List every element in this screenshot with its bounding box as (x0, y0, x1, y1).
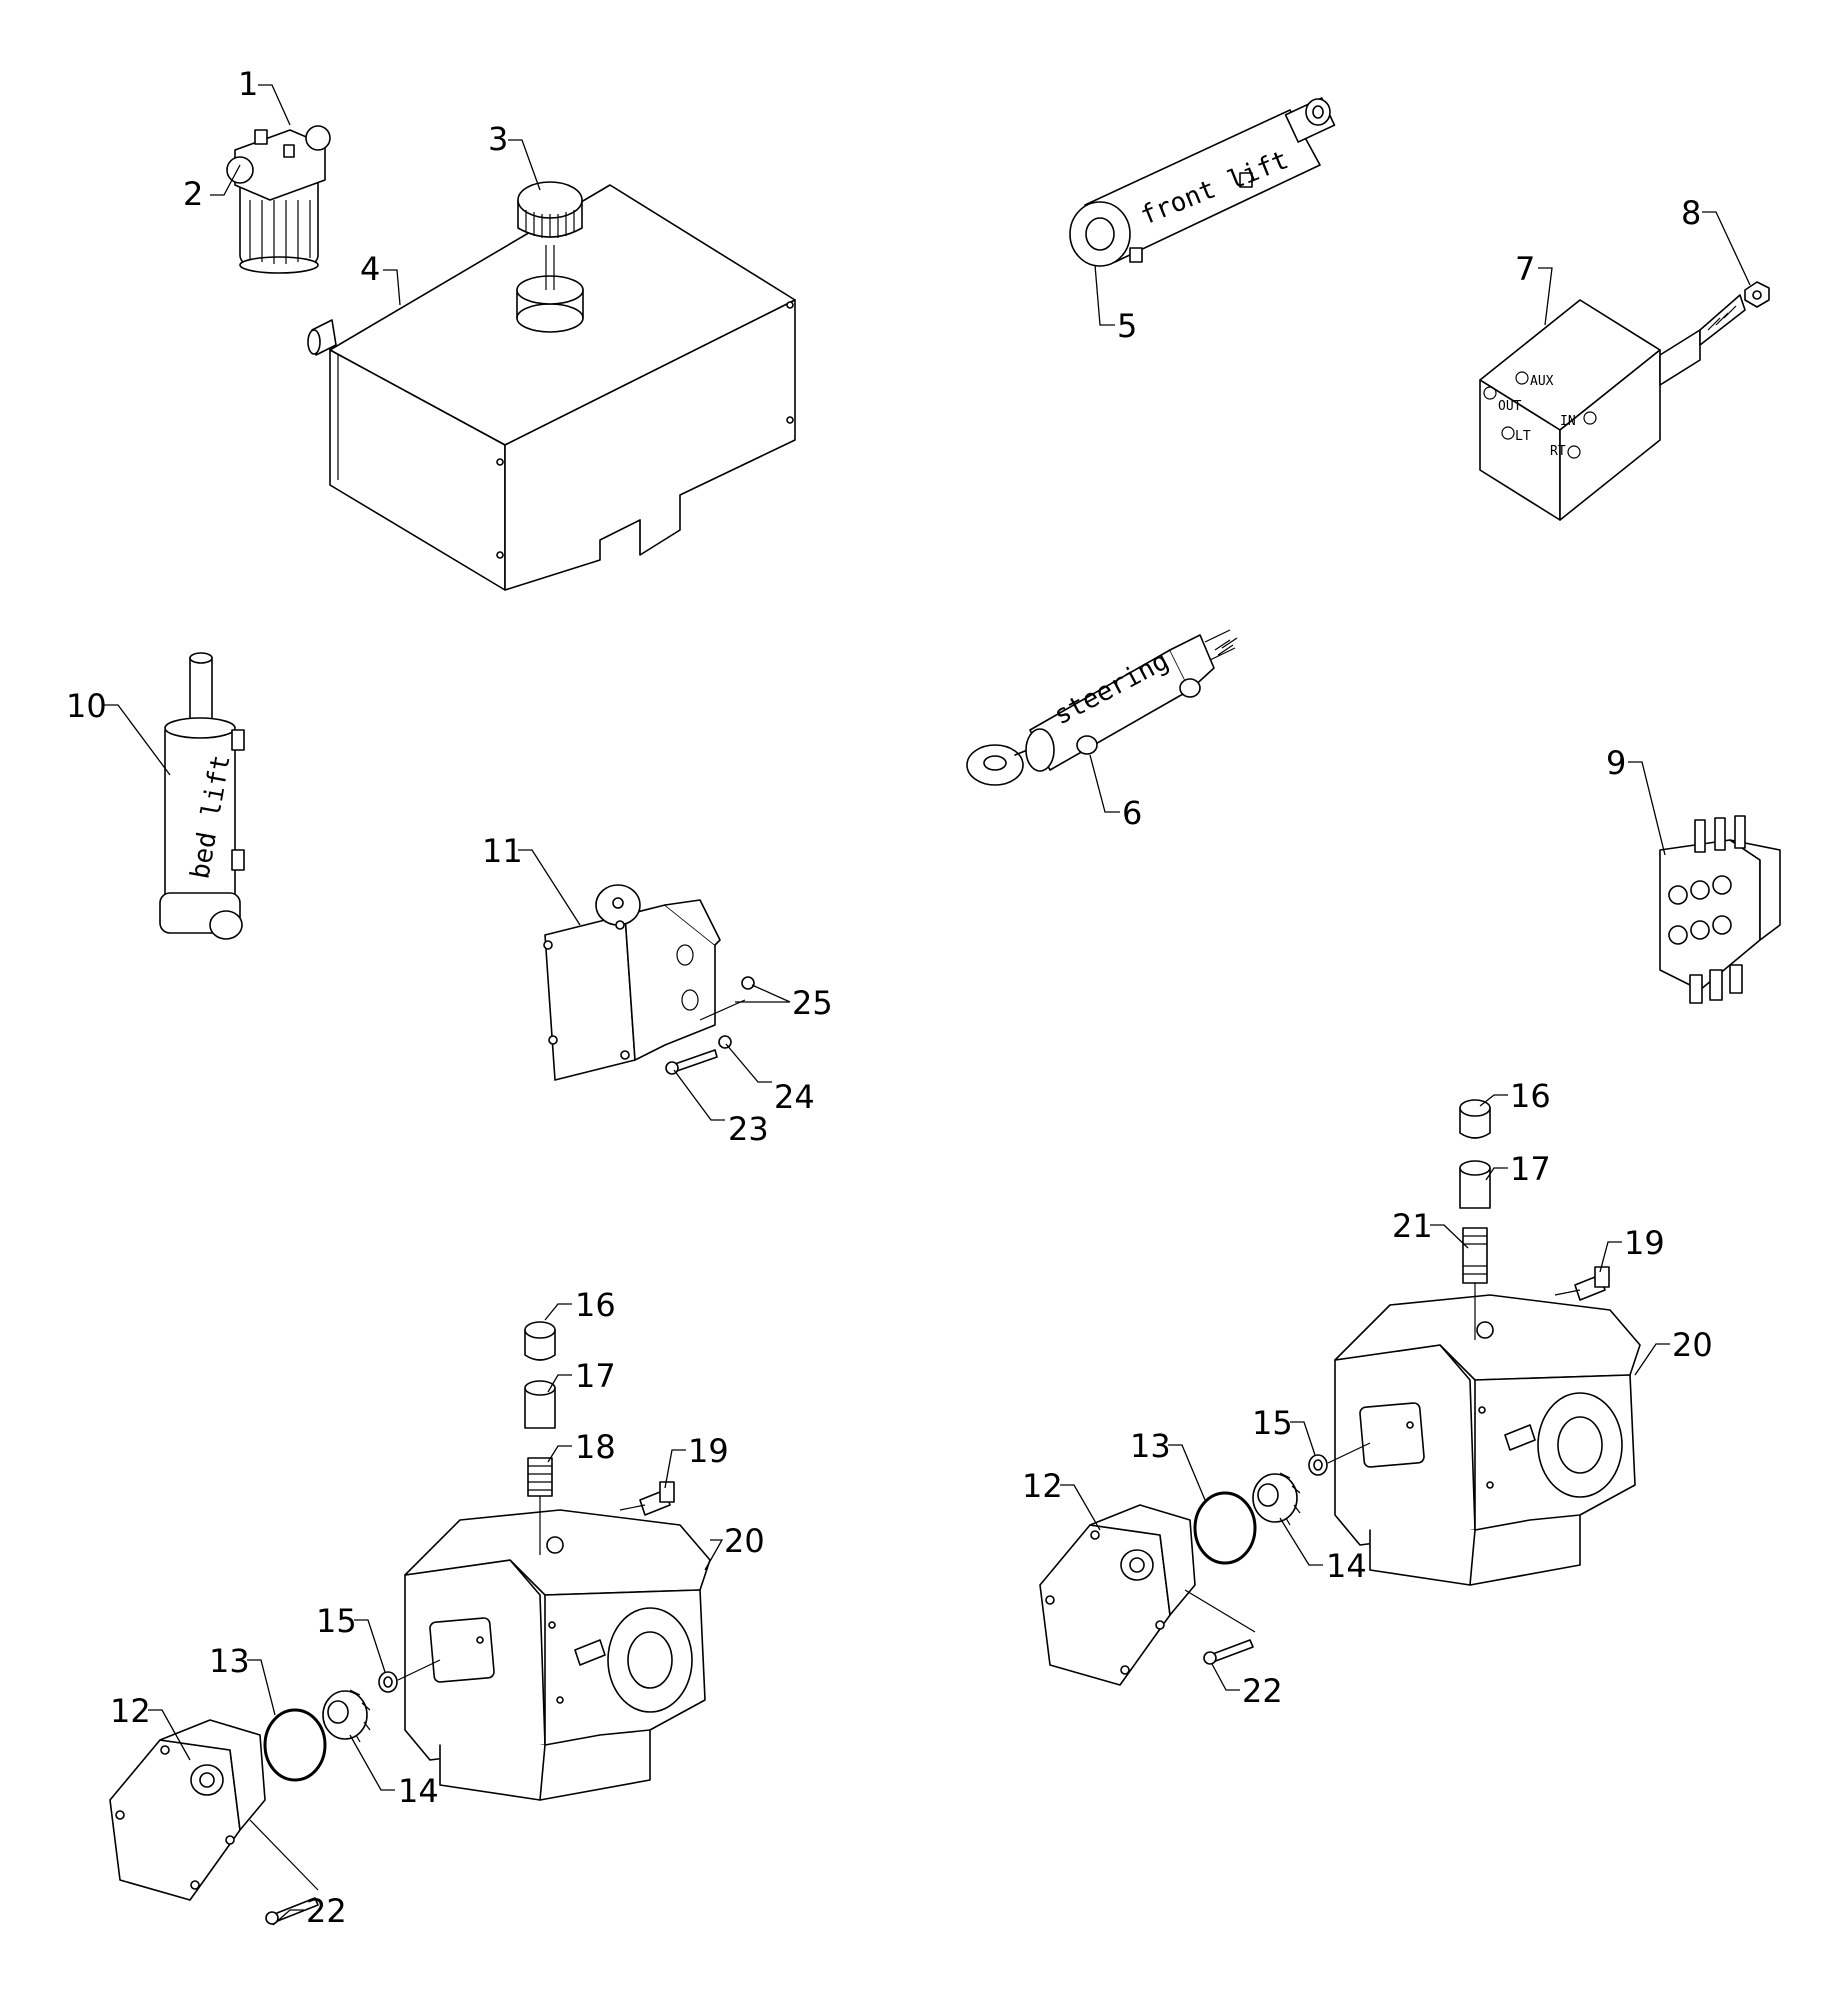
front-lift-cylinder: front lift (1069, 97, 1336, 267)
spool-valve-bank (1659, 815, 1781, 1004)
callout-5: 5 (1117, 307, 1137, 345)
control-valve: AUX OUT IN LT RT (1479, 281, 1770, 521)
valve-block-face (1559, 349, 1661, 521)
callout-4: 4 (360, 250, 380, 288)
pump-assembly-left (109, 1321, 711, 1925)
right-callout-16: 16 (1510, 1077, 1551, 1115)
tank-filler-neck (516, 303, 584, 333)
pump-assembly-right (1039, 1099, 1641, 1686)
valve-label-aux: AUX (1530, 374, 1554, 389)
callout-6: 6 (1122, 794, 1142, 832)
right-pump-12 (1039, 1524, 1171, 1686)
callout-1: 1 (238, 65, 258, 103)
filter-bleed-screw (254, 129, 268, 145)
callout-8: 8 (1681, 194, 1701, 232)
left-callout-16: 16 (575, 1286, 616, 1324)
callout-numbers: 1 2 3 4 5 6 7 8 9 10 11 25 24 23 12 13 1… (66, 65, 1713, 1930)
left-callout-12: 12 (110, 1692, 151, 1730)
right-callout-21: 21 (1392, 1207, 1433, 1245)
left-callout-20: 20 (724, 1522, 765, 1560)
left-callout-19: 19 (688, 1432, 729, 1470)
pump-11-washer (718, 1035, 732, 1049)
right-callout-17: 17 (1510, 1150, 1551, 1188)
hydraulic-tank (307, 181, 796, 591)
left-callout-15: 15 (316, 1602, 357, 1640)
pump-11-nut (741, 976, 755, 990)
left-callout-14: 14 (398, 1772, 439, 1810)
steering-cylinder: steering (966, 629, 1238, 786)
callout-11: 11 (482, 832, 523, 870)
callout-10: 10 (66, 687, 107, 725)
right-callout-20: 20 (1672, 1326, 1713, 1364)
filter-head (234, 129, 326, 201)
right-callout-13: 13 (1130, 1427, 1171, 1465)
filter-outlet-port (305, 125, 331, 151)
left-callout-13: 13 (209, 1642, 250, 1680)
callout-9: 9 (1606, 744, 1626, 782)
callout-3: 3 (488, 120, 508, 158)
callout-2: 2 (183, 175, 203, 213)
callout-23: 23 (728, 1110, 769, 1148)
valve-label-in: IN (1560, 414, 1576, 429)
left-callout-18: 18 (575, 1428, 616, 1466)
right-callout-12: 12 (1022, 1467, 1063, 1505)
spool-valve-body (1659, 839, 1761, 991)
filter-canister-base (239, 256, 319, 274)
right-callout-14: 14 (1326, 1547, 1367, 1585)
valve-label-rt: RT (1550, 444, 1566, 459)
right-oring-13 (1193, 1491, 1257, 1565)
left-gear-14 (322, 1689, 371, 1743)
callout-7: 7 (1515, 250, 1535, 288)
right-callout-15: 15 (1252, 1404, 1293, 1442)
hydraulic-pump-11 (543, 884, 755, 1081)
leader-lines (104, 84, 1751, 1926)
right-gear-14 (1252, 1472, 1301, 1526)
left-callout-17: 17 (575, 1357, 616, 1395)
filter-inlet-port (226, 156, 254, 184)
callout-25: 25 (792, 984, 833, 1022)
filter-assembly (226, 125, 331, 274)
right-callout-22: 22 (1242, 1672, 1283, 1710)
left-oring-13 (263, 1708, 327, 1782)
bed-lift-cylinder: bed lift (159, 652, 245, 940)
right-callout-19: 19 (1624, 1224, 1665, 1262)
left-pump-12 (109, 1739, 241, 1901)
valve-label-out: OUT (1498, 399, 1522, 414)
valve-label-lt: LT (1515, 429, 1531, 444)
callout-24: 24 (774, 1078, 815, 1116)
left-callout-22: 22 (306, 1892, 347, 1930)
